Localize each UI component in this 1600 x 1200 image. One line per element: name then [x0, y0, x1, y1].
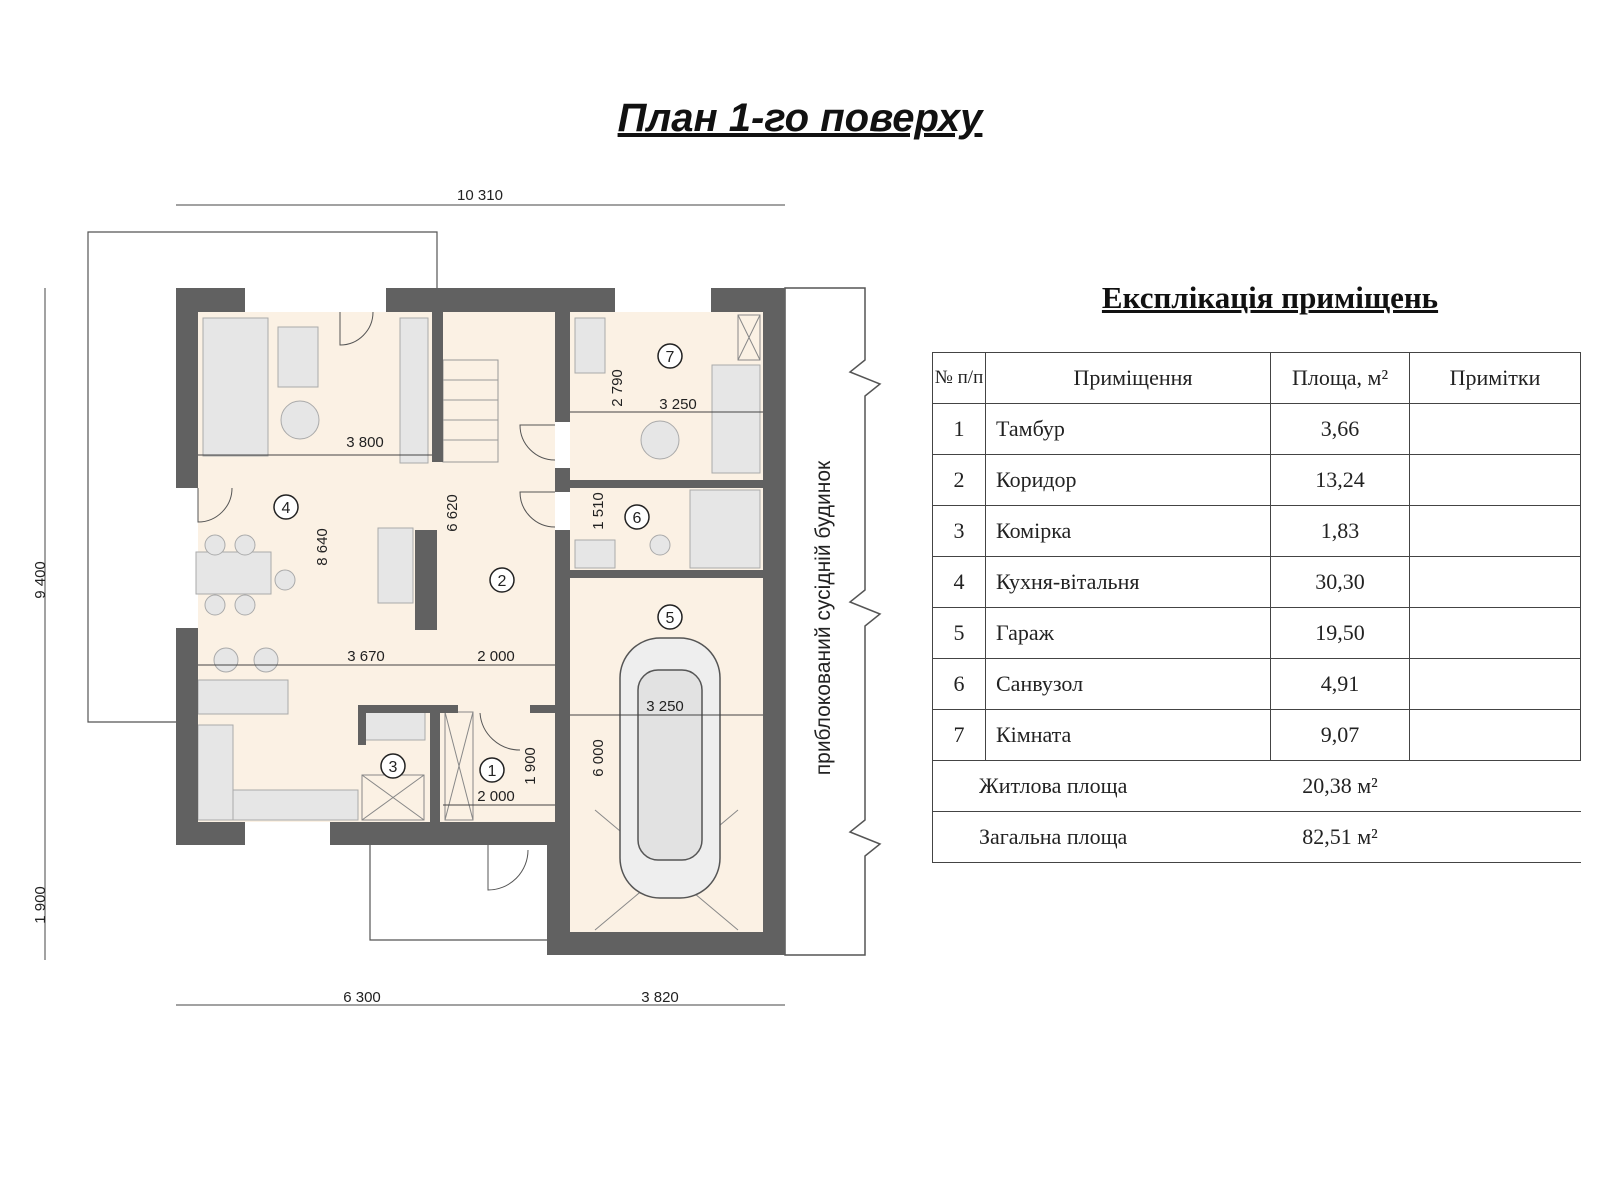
- room-marker-5: 5: [666, 610, 675, 627]
- dim-kitchen-width: 3 670: [347, 648, 385, 665]
- header-room: Приміщення: [985, 352, 1271, 404]
- row-notes: [1409, 658, 1581, 710]
- row-area: 4,91: [1270, 658, 1410, 710]
- row-area: 3,66: [1270, 403, 1410, 455]
- dim-vestibule-depth: 1 900: [522, 747, 539, 785]
- dimension-lines: [44, 204, 785, 1006]
- total-area-row: Загальна площа 82,51 м²: [932, 811, 1581, 863]
- row-room: Санвузол: [985, 658, 1271, 710]
- row-room: Кухня-вітальня: [985, 556, 1271, 608]
- row-area: 19,50: [1270, 607, 1410, 659]
- dim-garage-width: 3 820: [641, 989, 679, 1006]
- dim-corridor-width: 2 000: [477, 648, 515, 665]
- row-notes: [1409, 454, 1581, 506]
- plan-title: План 1-го поверху: [617, 96, 983, 140]
- row-area: 13,24: [1270, 454, 1410, 506]
- room-marker-6: 6: [633, 510, 642, 527]
- row-area: 1,83: [1270, 505, 1410, 557]
- dim-vestibule-width: 2 000: [477, 788, 515, 805]
- row-no: 4: [932, 556, 986, 608]
- dim-corridor-depth: 6 620: [444, 494, 461, 532]
- living-area-value: 20,38 м²: [1270, 760, 1410, 812]
- adjacent-building: [784, 287, 882, 956]
- row-no: 1: [932, 403, 986, 455]
- row-notes: [1409, 607, 1581, 659]
- dim-garage-inner-width: 3 250: [646, 698, 684, 715]
- dim-overall-depth: 9 400: [32, 561, 49, 599]
- living-area-label: Житлова площа: [932, 760, 1271, 812]
- dim-living-width: 3 800: [346, 434, 384, 451]
- living-area-row: Житлова площа 20,38 м²: [932, 760, 1581, 812]
- dim-room7-width: 3 250: [659, 396, 697, 413]
- row-no: 6: [932, 658, 986, 710]
- row-room: Коридор: [985, 454, 1271, 506]
- total-area-label: Загальна площа: [932, 811, 1271, 863]
- row-notes: [1409, 505, 1581, 557]
- dim-living-depth: 8 640: [314, 528, 331, 566]
- total-area-value: 82,51 м²: [1270, 811, 1410, 863]
- row-no: 3: [932, 505, 986, 557]
- room-marker-3: 3: [389, 759, 398, 776]
- header-notes: Примітки: [1409, 352, 1581, 404]
- row-area: 30,30: [1270, 556, 1410, 608]
- furniture: [195, 317, 761, 821]
- car-icon: [619, 637, 721, 899]
- row-room: Кімната: [985, 709, 1271, 761]
- table-header: № п/п Приміщення Площа, м² Примітки: [932, 352, 1581, 404]
- terrace-outline: [87, 231, 547, 941]
- row-notes: [1409, 709, 1581, 761]
- row-area: 9,07: [1270, 709, 1410, 761]
- room-marker-7: 7: [666, 349, 675, 366]
- dim-bath-depth: 1 510: [590, 492, 607, 530]
- room-marker-circles: [273, 343, 683, 783]
- adjacent-building-label: приблокований сусідній будинок: [812, 460, 835, 775]
- row-room: Комірка: [985, 505, 1271, 557]
- kitchen-island: [415, 530, 437, 630]
- dim-garage-inner-depth: 6 000: [590, 739, 607, 777]
- doors: [197, 311, 556, 891]
- room-marker-1: 1: [488, 763, 497, 780]
- empty-cell: [1409, 811, 1581, 863]
- walls: [176, 288, 785, 955]
- room-marker-2: 2: [498, 573, 507, 590]
- header-no: № п/п: [932, 352, 986, 404]
- row-room: Тамбур: [985, 403, 1271, 455]
- dim-porch-depth: 1 900: [32, 886, 49, 924]
- row-no: 5: [932, 607, 986, 659]
- room-marker-4: 4: [282, 500, 291, 517]
- dim-room7-depth: 2 790: [609, 369, 626, 407]
- empty-cell: [1409, 760, 1581, 812]
- dim-house-width: 6 300: [343, 989, 381, 1006]
- row-room: Гараж: [985, 607, 1271, 659]
- row-no: 2: [932, 454, 986, 506]
- row-notes: [1409, 556, 1581, 608]
- explication-title: Експлікація приміщень: [1101, 280, 1439, 315]
- dim-overall-width: 10 310: [457, 187, 503, 204]
- row-notes: [1409, 403, 1581, 455]
- header-area: Площа, м²: [1270, 352, 1410, 404]
- row-no: 7: [932, 709, 986, 761]
